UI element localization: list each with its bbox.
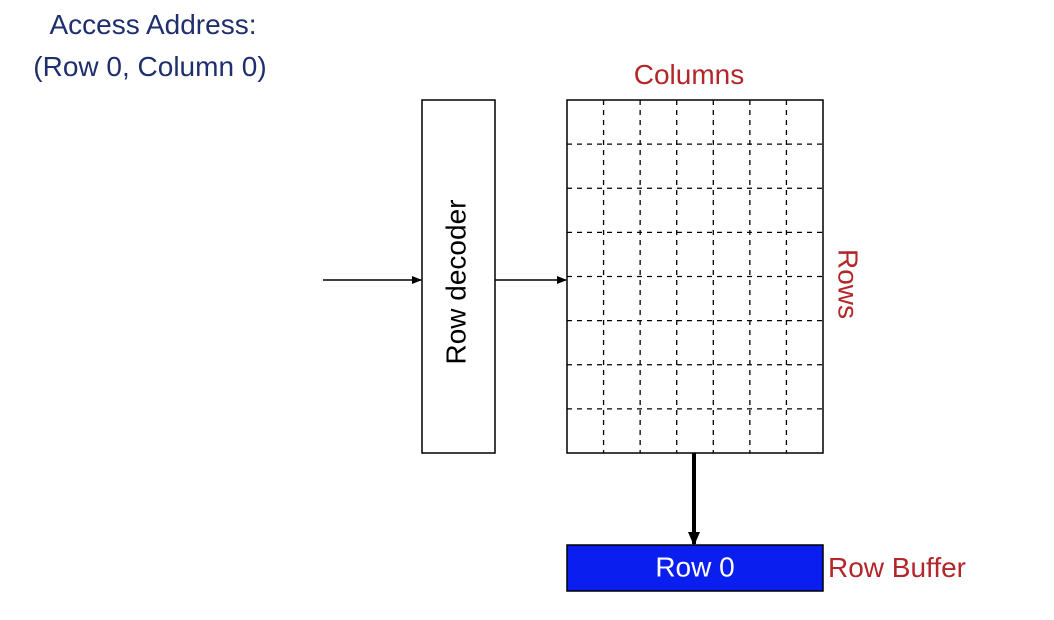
- access-address-line1: Access Address:: [50, 9, 257, 40]
- memory-array-border: [566, 99, 824, 454]
- row-decoder-box: [421, 99, 496, 454]
- columns-label: Columns: [634, 59, 744, 90]
- rows-label: Rows: [833, 249, 864, 319]
- row-decoder-label: Row decoder: [440, 200, 471, 365]
- row-buffer-label: Row Buffer: [828, 552, 966, 583]
- memory-array-grid: [567, 100, 823, 453]
- row-buffer-box: [566, 544, 824, 592]
- access-address-line2: (Row 0, Column 0): [33, 51, 266, 82]
- row-buffer-value: Row 0: [655, 551, 734, 582]
